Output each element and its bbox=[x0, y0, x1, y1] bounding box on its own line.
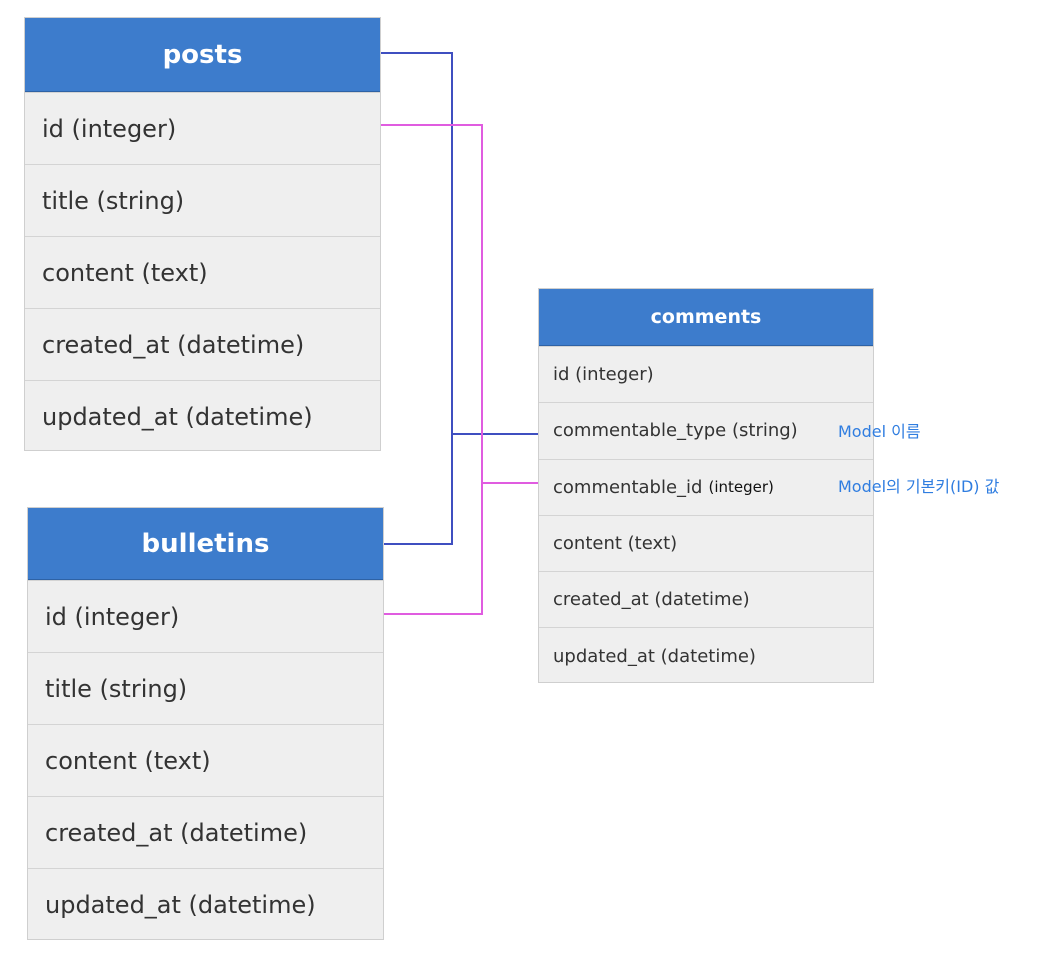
bulletins-id-connector bbox=[384, 483, 483, 615]
bulletins-field-created-at: created_at (datetime) bbox=[28, 796, 383, 868]
commentable-id-note: Model의 기본키(ID) 값 bbox=[838, 477, 1000, 496]
posts-table-header: posts bbox=[25, 18, 380, 92]
bulletins-table-header: bulletins bbox=[28, 508, 383, 580]
posts-id-connector bbox=[381, 124, 538, 484]
posts-field-title: title (string) bbox=[25, 164, 380, 236]
bulletins-table: bulletins id (integer) title (string) co… bbox=[27, 507, 384, 940]
commentable-id-type: (integer) bbox=[708, 478, 774, 497]
posts-field-created-at: created_at (datetime) bbox=[25, 308, 380, 380]
bulletins-type-connector bbox=[384, 434, 453, 545]
comments-field-content: content (text) bbox=[539, 514, 873, 571]
bulletins-field-title: title (string) bbox=[28, 652, 383, 724]
comments-table-header: comments bbox=[539, 289, 873, 346]
commentable-type-note: Model 이름 bbox=[838, 422, 921, 441]
comments-field-commentable-id: commentable_id (integer) bbox=[539, 458, 873, 515]
posts-field-id: id (integer) bbox=[25, 92, 380, 164]
comments-field-updated-at: updated_at (datetime) bbox=[539, 627, 873, 683]
comments-field-id: id (integer) bbox=[539, 346, 873, 402]
bulletins-field-content: content (text) bbox=[28, 724, 383, 796]
comments-field-commentable-type: commentable_type (string) bbox=[539, 402, 873, 458]
comments-table: comments id (integer) commentable_type (… bbox=[538, 288, 874, 683]
bulletins-field-updated-at: updated_at (datetime) bbox=[28, 868, 383, 940]
posts-field-updated-at: updated_at (datetime) bbox=[25, 380, 380, 452]
comments-field-created-at: created_at (datetime) bbox=[539, 571, 873, 627]
commentable-id-label: commentable_id bbox=[553, 476, 703, 498]
bulletins-field-id: id (integer) bbox=[28, 580, 383, 652]
posts-field-content: content (text) bbox=[25, 236, 380, 308]
posts-type-connector bbox=[381, 52, 538, 435]
posts-table: posts id (integer) title (string) conten… bbox=[24, 17, 381, 451]
